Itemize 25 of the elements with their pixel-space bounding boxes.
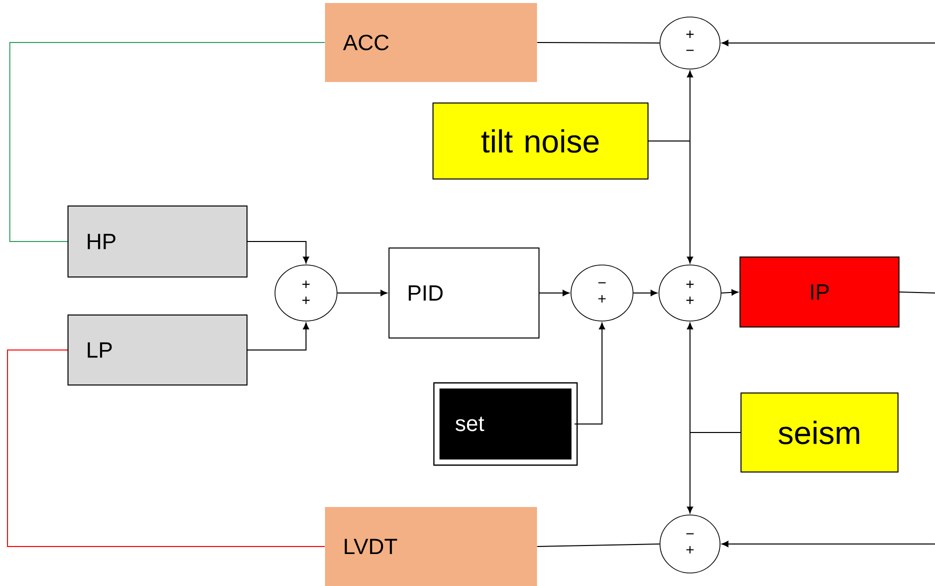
arrow	[686, 432, 741, 514]
arrow	[336, 290, 388, 296]
noise-box: tilt noise	[432, 102, 648, 180]
arrow	[648, 140, 694, 264]
arrow	[722, 40, 935, 46]
controller-box: PID	[388, 248, 540, 338]
arrow	[720, 289, 738, 296]
summing-junction: + −	[660, 16, 720, 70]
sensor-box: LVDT	[325, 507, 537, 586]
filter-box: LP	[68, 314, 248, 386]
summing-junction: − +	[660, 514, 720, 574]
arrow	[247, 322, 310, 350]
plant-box: IP	[740, 256, 900, 328]
arrow	[539, 290, 570, 296]
arrow	[632, 290, 658, 296]
summing-junction: + +	[658, 264, 722, 322]
sensor-box: ACC	[325, 3, 537, 82]
noise-box: seism	[740, 392, 898, 472]
arrow	[574, 322, 606, 424]
setpoint-box: set	[433, 382, 578, 466]
arrow	[722, 540, 935, 548]
filter-box: HP	[68, 206, 248, 278]
summing-junction: + +	[274, 264, 338, 322]
arrow	[247, 241, 310, 264]
summing-junction: − +	[570, 264, 634, 322]
